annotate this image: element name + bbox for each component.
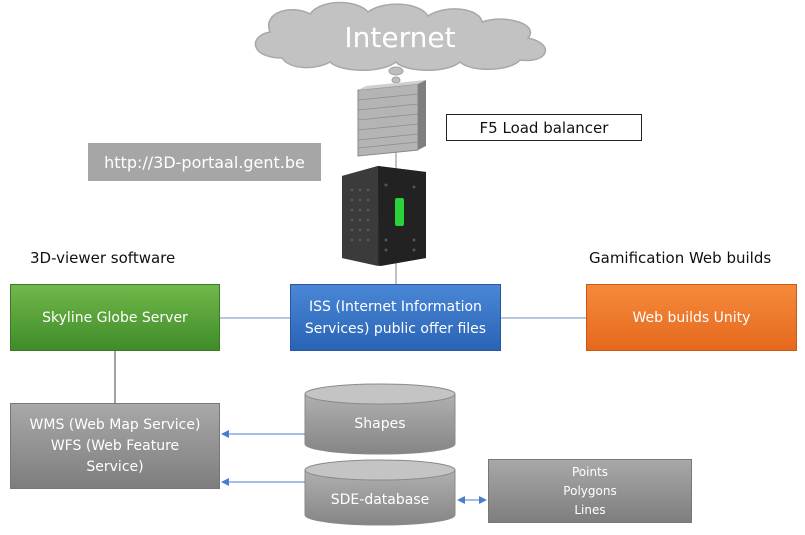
sde-label: SDE-database xyxy=(330,492,430,508)
shapes-cylinder xyxy=(304,383,456,455)
cloud-bubble xyxy=(391,76,401,84)
features-line2: Polygons xyxy=(563,483,617,498)
wms-line3: Service) xyxy=(86,458,144,475)
features-line1: Points xyxy=(571,464,609,479)
shapes-label: Shapes xyxy=(354,416,406,432)
wms-line2: WFS (Web Feature xyxy=(50,437,180,454)
unity-label: Web builds Unity xyxy=(632,309,751,326)
skyline-globe-server-box: Skyline Globe Server xyxy=(10,284,220,351)
internet-cloud xyxy=(254,1,547,71)
heading-3d-viewer: 3D-viewer software xyxy=(30,249,176,267)
iss-line1: ISS (Internet Information xyxy=(309,298,482,315)
unity-box: Web builds Unity xyxy=(586,284,797,351)
portal-url-label: http://3D-portaal.gent.be xyxy=(104,152,305,172)
server-icon xyxy=(342,166,426,266)
features-line3: Lines xyxy=(574,502,606,517)
heading-gamification: Gamification Web builds xyxy=(589,249,772,267)
wms-wfs-box: WMS (Web Map Service) WFS (Web Feature S… xyxy=(10,403,220,489)
skyline-label: Skyline Globe Server xyxy=(42,309,188,326)
load-balancer-label: F5 Load balancer xyxy=(479,118,609,137)
sde-cylinder xyxy=(304,459,456,526)
features-box: Points Polygons Lines xyxy=(488,459,692,523)
cloud-bubble xyxy=(388,66,404,76)
iss-line2: Services) public offer files xyxy=(304,320,487,337)
firewall-icon xyxy=(357,80,426,157)
portal-url-box: http://3D-portaal.gent.be xyxy=(88,143,321,181)
wms-line1: WMS (Web Map Service) xyxy=(29,416,201,433)
internet-label: Internet xyxy=(344,20,456,54)
load-balancer-box: F5 Load balancer xyxy=(446,114,642,141)
iss-box: ISS (Internet Information Services) publ… xyxy=(290,284,501,351)
